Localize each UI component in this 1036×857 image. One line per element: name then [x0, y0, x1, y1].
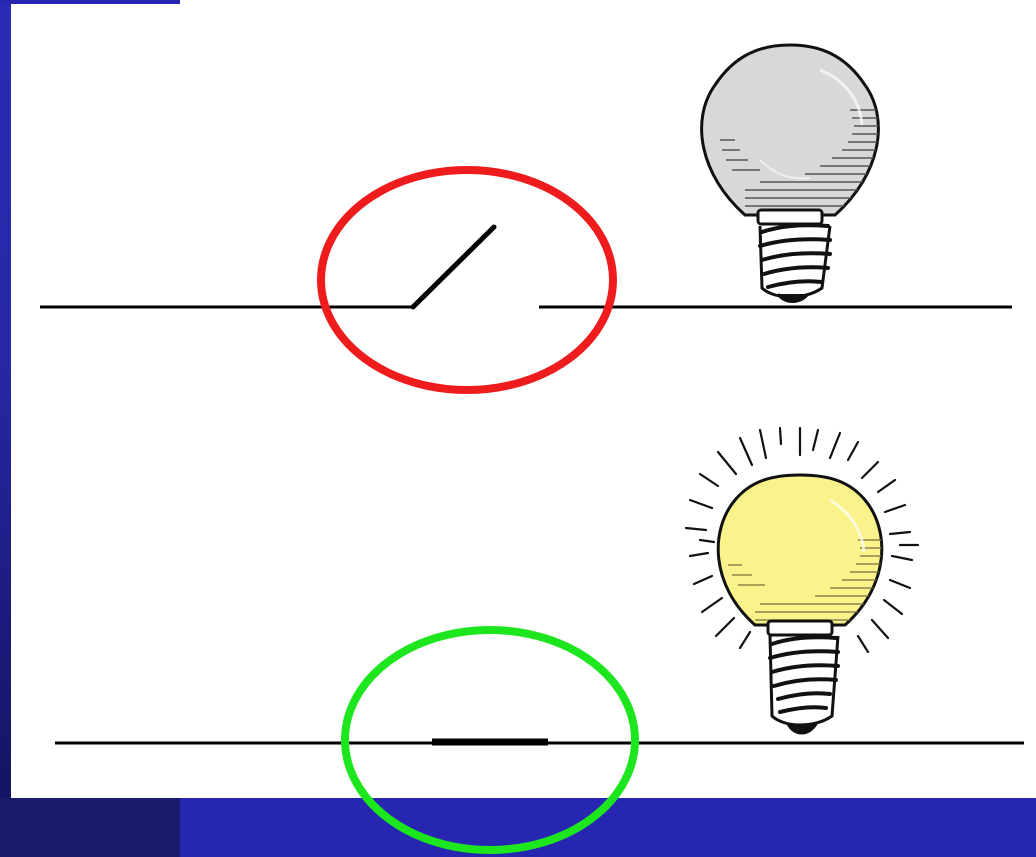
open-switch-icon	[413, 227, 494, 307]
circuit-open	[40, 45, 1012, 390]
slide-bottom-corner	[0, 798, 180, 857]
light-bulb-off-icon	[702, 45, 885, 302]
circuit-closed	[55, 428, 1024, 743]
open-switch-highlight-circle	[321, 170, 613, 390]
light-bulb-on-icon	[686, 428, 918, 733]
